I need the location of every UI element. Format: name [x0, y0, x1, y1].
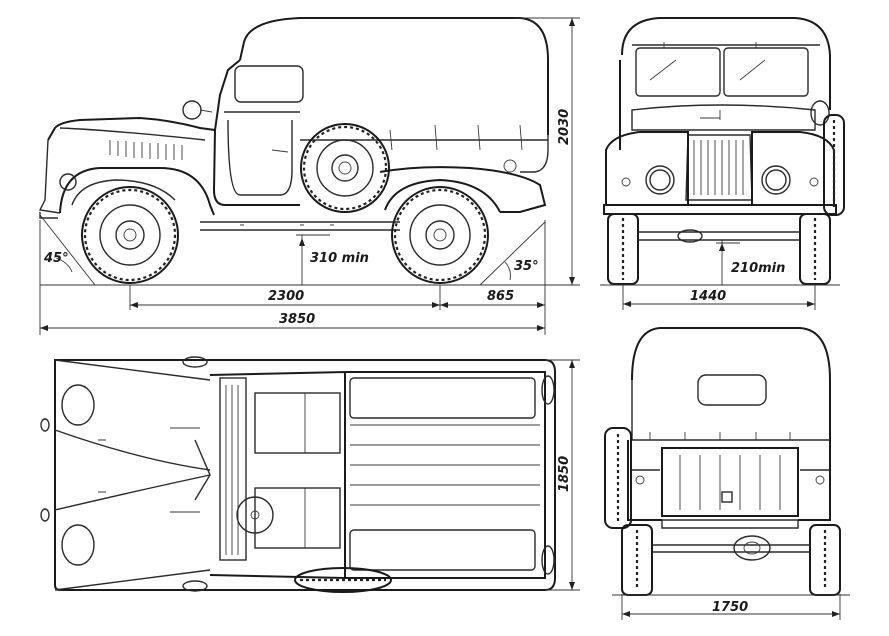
- front-view: [603, 17, 845, 285]
- top-width-label: 1850: [557, 456, 572, 492]
- length-label: 3850: [279, 312, 315, 327]
- track-label: 1440: [690, 289, 726, 304]
- approach-angle-label: 45°: [43, 251, 69, 266]
- side-view: [38, 17, 549, 284]
- side-clearance-label: 310 min: [310, 251, 369, 266]
- top-dimensions: 1850: [545, 359, 580, 591]
- side-dimensions: 45° 35° 310 min 2300 865 3850 2030: [39, 17, 580, 335]
- rear-view: [604, 327, 841, 596]
- wheelbase-label: 2300: [268, 289, 304, 304]
- rear-dimensions: 1750: [612, 594, 850, 620]
- height-label: 2030: [557, 109, 572, 145]
- departure-angle-label: 35°: [514, 259, 539, 274]
- rear-overhang-label: 865: [487, 289, 514, 304]
- front-clearance-label: 210min: [731, 261, 785, 276]
- rear-width-label: 1750: [712, 600, 748, 615]
- top-view: [40, 356, 556, 593]
- front-dimensions: 210min 1440: [600, 240, 840, 310]
